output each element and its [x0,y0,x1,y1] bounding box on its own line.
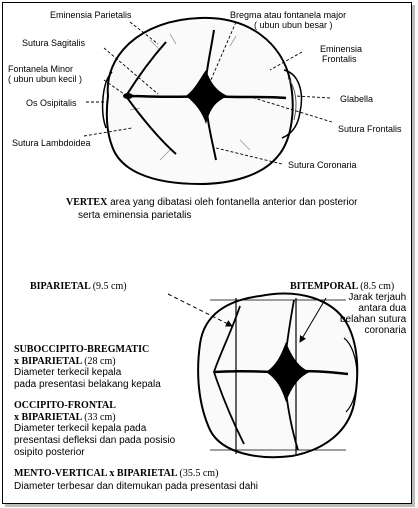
occipito-name2: x BIPARIETAL [14,412,82,423]
bottom-skull [197,292,359,459]
figure-frame [2,2,412,504]
leader-fontanela-minor [103,79,125,95]
label-eminensia-frontalis: Eminensia [320,44,363,54]
leader-eminensia-frontalis [269,51,303,71]
bottom-lambdoid [213,305,245,445]
bitemporal-note-line: Jarak terjauh [348,292,407,303]
vertex-definition: area yang dibatasi oleh fontanella anter… [110,197,358,208]
bitemporal-note-line: coronaria [364,325,407,336]
label-eminensia-parietalis: Eminensia Parietalis [50,10,132,20]
suboccipito-dim: (28 cm) [84,356,116,367]
occipito-desc-3: osipito posterior [14,447,85,458]
forehead-bulge [281,69,303,139]
label-glabella: Glabella [340,94,374,104]
label-bitemporal: BITEMPORAL (8.5 cm) [290,281,394,292]
mento-desc: Diameter terbesar dan ditemukan pada pre… [14,481,259,492]
label-bregma-sub: ( ubun ubun besar ) [254,20,333,30]
bottom-bregma [266,342,310,402]
leader-glabella [295,95,331,99]
label-sutura-coronaria: Sutura Coronaria [288,160,357,170]
occiput-bulge [101,71,113,129]
biparietal-name: BIPARIETAL [30,281,91,292]
occipito-dim: (33 cm) [84,412,116,423]
occipito-desc-1: Diameter terkecil kepala pada [14,423,147,434]
top-skull [101,16,303,186]
vertex-term: VERTEX [66,197,108,208]
biparietal-dim: (9.5 cm) [92,281,127,292]
label-suboccipito-2: x BIPARIETAL (28 cm) [14,356,116,367]
leader-sutura-coronaria [215,147,283,165]
vertex-caption-line1: VERTEX area yang dibatasi oleh fontanell… [66,196,358,209]
bitemporal-note-line: antara dua [358,303,407,314]
label-eminensia-frontalis-2: Frontalis [322,54,357,64]
vertex-caption-line2: serta eminensia parietalis [78,210,192,221]
bitemporal-dim: (8.5 cm) [360,281,395,292]
suboccipito-desc-2: pada presentasi belakang kepala [14,379,161,390]
leader-sutura-lambdoidea [83,127,133,137]
label-fontanela-minor-sub: ( ubun ubun kecil ) [8,74,83,84]
anterior-fontanelle [186,70,228,124]
leader-bregma [209,21,237,83]
mento-name: MENTO-VERTICAL x BIPARIETAL [14,468,178,479]
label-mento: MENTO-VERTICAL x BIPARIETAL (35.5 cm) [14,468,218,479]
label-bregma: Bregma atau fontanela major [230,10,347,20]
suboccipito-name2: x BIPARIETAL [14,356,82,367]
label-sutura-lambdoidea: Sutura Lambdoidea [12,138,91,148]
bitemporal-note: Jarak terjauh antara dua belahan sutura … [340,292,406,336]
label-occipito-1: OCCIPITO-FRONTAL [14,400,116,411]
label-occipito-2: x BIPARIETAL (33 cm) [14,412,116,423]
leader-eminensia-parietalis [129,21,159,45]
arrow-biparietal [167,293,233,327]
label-biparietal: BIPARIETAL (9.5 cm) [30,281,127,292]
label-suboccipito-1: SUBOCCIPITO-BREGMATIC [14,344,150,355]
suboccipito-desc-1: Diameter terkecil kepala [14,367,122,378]
leader-sutura-frontalis [253,97,333,123]
arrow-bitemporal [299,297,327,343]
label-fontanela-minor: Fontanela Minor [8,64,74,74]
top-leaders [83,21,333,165]
occipito-desc-2: presentasi defleksi dan pada posisio [14,435,176,446]
leader-sutura-sagitalis [103,47,159,95]
label-sutura-sagitalis: Sutura Sagitalis [22,38,86,48]
bitemporal-name: BITEMPORAL [290,281,358,292]
label-os-osipitalis: Os Osipitalis [26,98,77,108]
posterior-fontanelle [123,93,133,99]
bitemporal-note-line: belahan sutura [340,314,407,325]
label-sutura-frontalis: Sutura Frontalis [338,124,402,134]
mento-dim: (35.5 cm) [179,468,219,479]
